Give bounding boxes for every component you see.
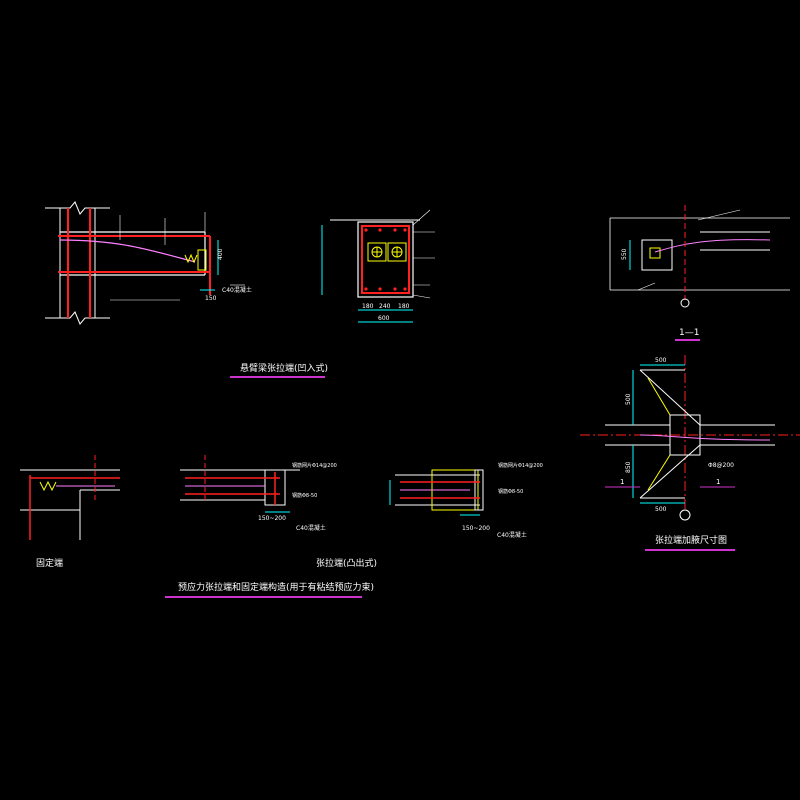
title-recessed-anchor: 悬臂梁张拉端(凹入式) [240, 362, 328, 374]
s11-tendon [654, 239, 771, 253]
rebar-dot [393, 228, 397, 232]
dim-150: 150 [205, 295, 217, 302]
rebar-dot [364, 228, 368, 232]
rebar-dot [364, 287, 368, 291]
detail-protruding-anchor-a: 150~200 C40混凝土 钢筋网片Φ14@200 钢筋Φ8-50 [180, 455, 337, 532]
rebar-dot [378, 287, 382, 291]
grid-label-d: 钢筋Φ8-50 [498, 488, 523, 495]
anchor-plate-left [367, 242, 387, 262]
cut-label-1b: 1 [716, 478, 720, 486]
section-leader-1 [412, 209, 431, 226]
grid-label-c: 钢筋Φ8-50 [292, 492, 317, 499]
cut-label-1a: 1 [620, 478, 624, 486]
c40-label-b: C40混凝土 [296, 524, 326, 532]
title-fixed-end: 固定端 [36, 557, 63, 569]
section-leader-5 [412, 294, 431, 299]
s11-axis-bubble [680, 298, 690, 308]
s11-anchor [649, 247, 661, 259]
rebar-dots [364, 228, 407, 291]
dim-550: 550 [621, 248, 628, 260]
dim-180b: 180 [398, 303, 410, 310]
plan-haunch-top-diag [639, 369, 701, 426]
dim-phi8-200: Φ8@200 [708, 462, 734, 469]
plan-tendon [639, 434, 771, 441]
anchor-plate-right [387, 242, 407, 262]
plan-haunch-bottom-diag [639, 444, 701, 499]
detail-reinforcement-plan: 500 500 500 850 Φ8@200 1 1 [580, 355, 800, 521]
rebar-dot [393, 287, 397, 291]
dim-400: 400 [217, 248, 224, 260]
detail-section-1-1: 550 [609, 205, 790, 308]
detail-protruding-anchor-b: 150~200 C40混凝土 钢筋网片Φ14@200 钢筋Φ8-50 [389, 462, 543, 539]
anchor-plate [197, 249, 207, 271]
dim-500-left: 500 [625, 393, 632, 405]
plan-haunch-hatch-bottom [647, 454, 671, 491]
plan-axis-bubble [679, 509, 691, 521]
detail-cross-section: 180 240 180 600 [321, 209, 435, 323]
detail-recessed-anchor: 400 150 C40混凝土 [45, 201, 252, 325]
title-protruding-anchor: 张拉端(凸出式) [316, 557, 377, 569]
detail-fixed-end [20, 455, 120, 540]
tendon-curve [59, 239, 196, 263]
rebar-dot [403, 287, 407, 291]
section-box [357, 221, 414, 298]
dim-240: 240 [379, 303, 391, 310]
dim-150-200-b: 150~200 [462, 525, 490, 532]
pb-end-plate [474, 469, 484, 511]
s11-pier [641, 239, 673, 271]
dim-500-top: 500 [655, 357, 667, 364]
c40-label-c: C40混凝土 [497, 531, 527, 539]
title-prestress: 预应力张拉端和固定端构造(用于有粘结预应力束) [178, 581, 374, 593]
dim-150-200-a: 150~200 [258, 515, 286, 522]
plan-haunch-hatch-top [647, 377, 671, 416]
dim-850-left: 850 [625, 461, 632, 473]
rebar-dot [403, 228, 407, 232]
dim-600: 600 [378, 315, 390, 322]
grid-label-a: 钢筋网片Φ14@200 [292, 462, 337, 469]
section-stirrup [361, 225, 410, 294]
s11-leader-2 [637, 282, 656, 291]
title-reinforcement: 张拉端加腋尺寸图 [655, 534, 727, 546]
dim-500-bottom: 500 [655, 506, 667, 513]
title-section-1-1: 1—1 [679, 328, 699, 338]
fixed-spiral [39, 480, 57, 492]
rebar-dot [378, 228, 382, 232]
s11-leader [697, 209, 741, 221]
dim-180a: 180 [362, 303, 374, 310]
c40-label-a: C40混凝土 [222, 286, 252, 294]
grid-label-b: 钢筋网片Φ14@200 [498, 462, 543, 469]
plan-column [669, 414, 701, 456]
spiral-coil [184, 253, 198, 264]
